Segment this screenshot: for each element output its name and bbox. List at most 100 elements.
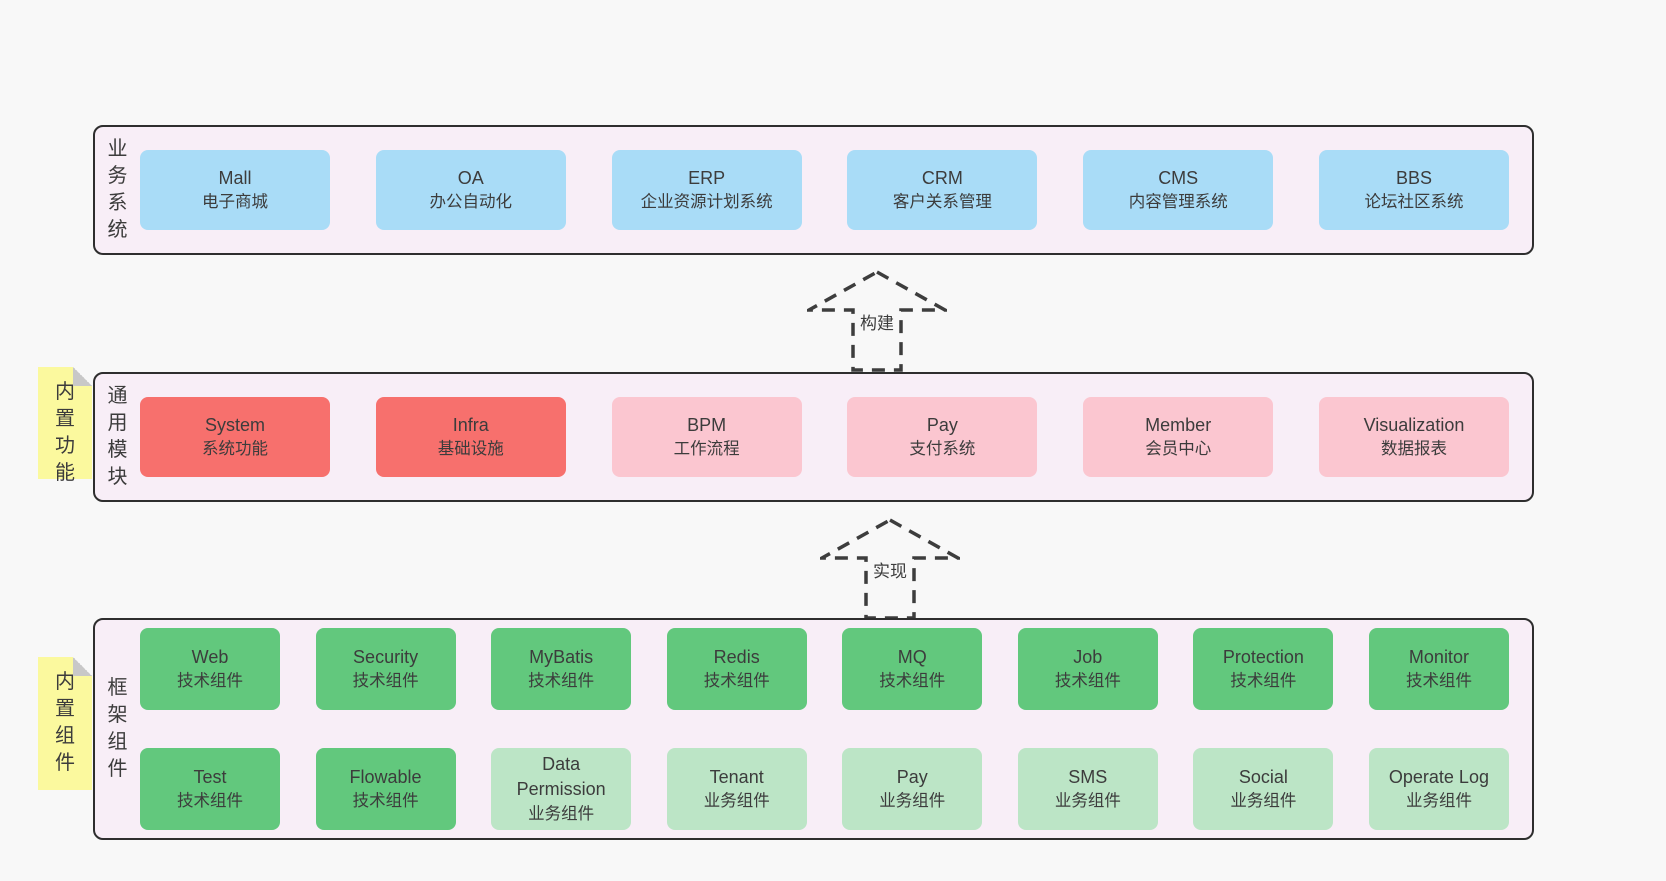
box-title: Flowable: [349, 766, 422, 787]
sticky-note-builtin-components: 内置组件: [38, 657, 92, 790]
box-title: OA: [457, 167, 484, 188]
components-box-rows: Web 技术组件 Security 技术组件 MyBatis 技术组件 Redi…: [140, 620, 1532, 838]
up-block-arrow-icon: [807, 269, 947, 372]
box-title: Visualization: [1363, 414, 1465, 435]
arrow-build-label: 构建: [856, 308, 898, 335]
box-subtitle: 业务组件: [1230, 792, 1297, 811]
box-title: Operate Log: [1388, 766, 1489, 787]
box-subtitle: 企业资源计划系统: [640, 193, 773, 212]
box-subtitle: 技术组件: [1230, 672, 1297, 691]
box-title: Security: [353, 646, 419, 667]
box-pay-component: Pay 业务组件: [842, 748, 983, 830]
components-row-2: Test 技术组件 Flowable 技术组件 Data Permission …: [140, 740, 1509, 838]
box-pay-system: Pay 支付系统: [847, 397, 1038, 477]
box-title: ERP: [688, 167, 726, 188]
box-title: BBS: [1395, 167, 1432, 188]
sticky-note-builtin-features: 内置功能: [38, 367, 92, 484]
arrow-implement: 实现: [820, 516, 960, 620]
box-security: Security 技术组件: [315, 628, 456, 710]
business-box-row: Mall 电子商城 OA 办公自动化 ERP 企业资源计划系统 CRM 客户关系…: [140, 127, 1532, 253]
box-system: System 系统功能: [140, 397, 330, 477]
arrow-implement-label: 实现: [869, 556, 911, 583]
box-title: Infra: [452, 414, 489, 435]
box-web: Web 技术组件: [140, 628, 280, 710]
box-subtitle: 数据报表: [1380, 440, 1447, 459]
box-title: Tenant: [709, 766, 764, 787]
box-infra: Infra 基础设施: [375, 397, 566, 477]
arrow-build: 构建: [807, 268, 947, 372]
layer-framework-components: 框架组件 Web 技术组件 Security 技术组件 MyBatis 技术组件…: [93, 618, 1534, 840]
box-crm: CRM 客户关系管理: [847, 150, 1038, 230]
box-title: SMS: [1068, 766, 1108, 787]
box-subtitle: 业务组件: [703, 792, 770, 811]
box-subtitle: 技术组件: [703, 672, 770, 691]
box-bpm: BPM 工作流程: [611, 397, 802, 477]
box-title: Web: [191, 646, 229, 667]
box-subtitle: 技术组件: [352, 672, 419, 691]
folded-corner-icon: [73, 657, 92, 676]
box-subtitle: 业务组件: [1054, 792, 1121, 811]
box-mybatis: MyBatis 技术组件: [491, 628, 632, 710]
layer-common-modules: 通用模块 System 系统功能 Infra 基础设施 BPM 工作流程 Pay…: [93, 372, 1534, 502]
box-subtitle: 技术组件: [1054, 672, 1121, 691]
box-subtitle: 会员中心: [1145, 440, 1212, 459]
box-member: Member 会员中心: [1083, 397, 1274, 477]
box-title: CRM: [921, 167, 963, 188]
box-title: Mall: [218, 167, 252, 188]
box-test: Test 技术组件: [140, 748, 280, 830]
box-title: Social: [1238, 766, 1288, 787]
layer-label-modules: 通用模块: [95, 374, 140, 500]
box-title: System: [204, 414, 265, 435]
box-subtitle: 技术组件: [528, 672, 595, 691]
box-subtitle: 技术组件: [879, 672, 946, 691]
layer-label-modules-text: 通用模块: [107, 385, 128, 488]
box-title: Data Permission: [516, 753, 606, 800]
box-subtitle: 系统功能: [202, 440, 268, 459]
box-subtitle: 技术组件: [352, 792, 419, 811]
box-title: Redis: [713, 646, 760, 667]
layer-label-business: 业务系统: [95, 127, 140, 253]
box-oa: OA 办公自动化: [375, 150, 566, 230]
box-sms: SMS 业务组件: [1017, 748, 1158, 830]
box-subtitle: 电子商城: [202, 193, 268, 212]
box-job: Job 技术组件: [1017, 628, 1158, 710]
layer-label-business-text: 业务系统: [107, 138, 128, 241]
box-title: CMS: [1158, 167, 1199, 188]
components-row-1: Web 技术组件 Security 技术组件 MyBatis 技术组件 Redi…: [140, 620, 1509, 718]
layer-business-systems: 业务系统 Mall 电子商城 OA 办公自动化 ERP 企业资源计划系统 CRM…: [93, 125, 1534, 255]
box-title: BPM: [687, 414, 727, 435]
box-visualization: Visualization 数据报表: [1318, 397, 1509, 477]
box-bbs: BBS 论坛社区系统: [1318, 150, 1509, 230]
box-subtitle: 业务组件: [528, 804, 595, 823]
box-subtitle: 内容管理系统: [1128, 193, 1228, 212]
box-flowable: Flowable 技术组件: [315, 748, 456, 830]
box-subtitle: 客户关系管理: [892, 193, 992, 212]
box-monitor: Monitor 技术组件: [1368, 628, 1509, 710]
box-subtitle: 支付系统: [909, 440, 976, 459]
box-subtitle: 业务组件: [879, 792, 946, 811]
sticky-note-text: 内置组件: [55, 671, 75, 774]
box-subtitle: 论坛社区系统: [1364, 193, 1464, 212]
box-title: Test: [193, 766, 227, 787]
box-mq: MQ 技术组件: [842, 628, 983, 710]
box-data-permission: Data Permission 业务组件: [491, 748, 632, 830]
box-title: Monitor: [1408, 646, 1469, 667]
box-title: Protection: [1222, 646, 1304, 667]
box-title: Pay: [896, 766, 928, 787]
box-subtitle: 技术组件: [177, 792, 243, 811]
box-subtitle: 办公自动化: [429, 193, 513, 212]
layer-label-components: 框架组件: [95, 620, 140, 838]
box-protection: Protection 技术组件: [1193, 628, 1334, 710]
box-operate-log: Operate Log 业务组件: [1368, 748, 1509, 830]
box-subtitle: 业务组件: [1405, 792, 1472, 811]
sticky-note-text: 内置功能: [55, 381, 75, 484]
box-title: MyBatis: [529, 646, 594, 667]
box-subtitle: 工作流程: [673, 440, 740, 459]
box-title: Job: [1073, 646, 1103, 667]
layer-label-components-text: 框架组件: [107, 677, 128, 780]
box-social: Social 业务组件: [1193, 748, 1334, 830]
box-subtitle: 技术组件: [1405, 672, 1472, 691]
box-subtitle: 基础设施: [437, 440, 504, 459]
folded-corner-icon: [73, 367, 92, 386]
